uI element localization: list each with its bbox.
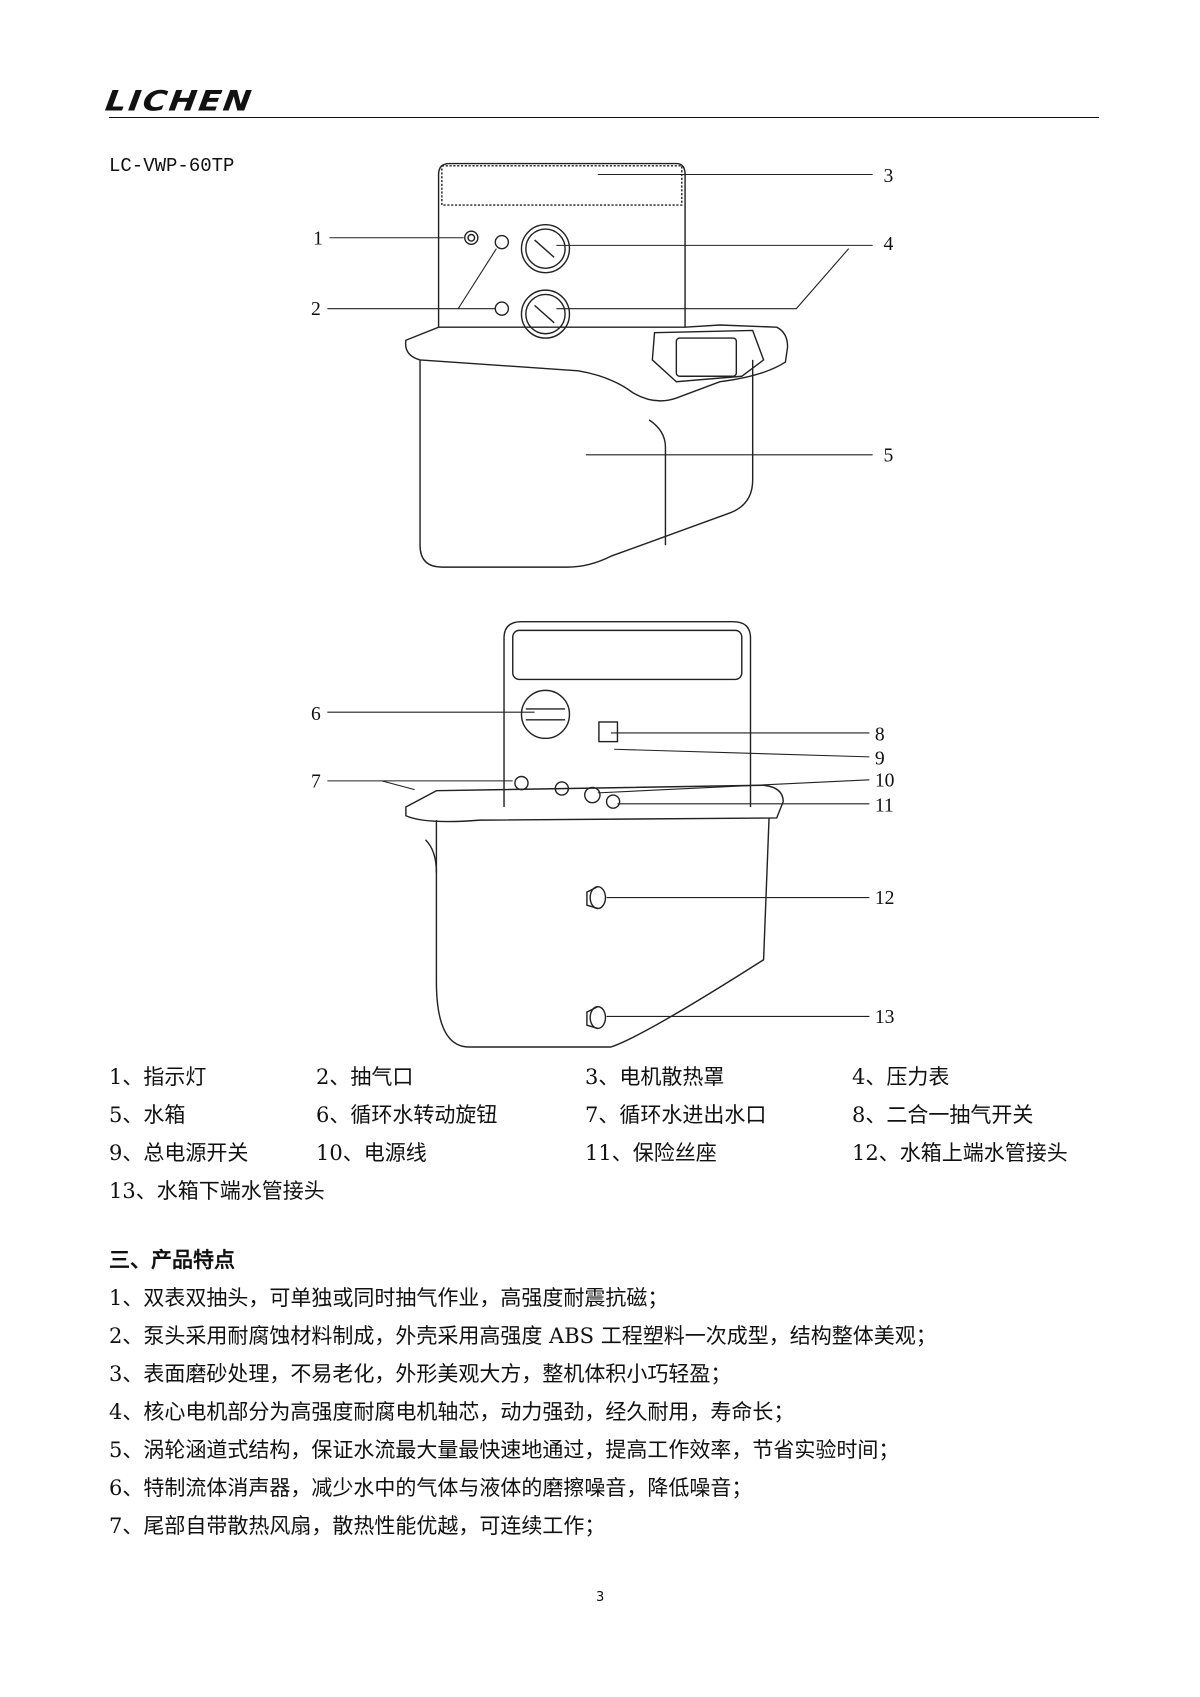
callout-9: 9 <box>875 749 885 770</box>
callout-4: 4 <box>884 234 894 255</box>
callout-1: 1 <box>313 228 323 249</box>
callout-5: 5 <box>884 445 894 466</box>
legend-item: 5、水箱 <box>109 1103 186 1127</box>
callout-leaders-top <box>327 173 873 456</box>
header-rule <box>109 117 1099 118</box>
legend-item: 12、水箱上端水管接头 <box>852 1141 1068 1165</box>
rear-view-illustration <box>405 620 784 1048</box>
callout-7: 7 <box>311 771 321 792</box>
feature-item: 1、双表双抽头，可单独或同时抽气作业，高强度耐震抗磁； <box>109 1286 669 1310</box>
legend-item: 8、二合一抽气开关 <box>852 1103 1034 1127</box>
feature-item: 6、特制流体消声器，减少水中的气体与液体的磨擦噪音，降低噪音； <box>109 1476 753 1500</box>
feature-item: 3、表面磨砂处理，不易老化，外形美观大方，整机体积小巧轻盈； <box>109 1362 732 1386</box>
legend-item: 2、抽气口 <box>316 1065 414 1089</box>
callout-leaders-bottom <box>327 711 870 1018</box>
legend-item: 1、指示灯 <box>109 1065 207 1089</box>
callout-3: 3 <box>884 166 894 187</box>
callout-numbers: 1 2 3 4 5 6 7 8 9 10 11 12 13 <box>311 166 895 1028</box>
callout-13: 13 <box>875 1007 895 1028</box>
feature-item: 7、尾部自带散热风扇，散热性能优越，可连续工作； <box>109 1514 606 1538</box>
page-number: 3 <box>596 1590 605 1605</box>
callout-12: 12 <box>875 888 895 909</box>
callout-10: 10 <box>875 770 895 791</box>
legend-item: 11、保险丝座 <box>585 1141 717 1165</box>
section-heading: 三、产品特点 <box>109 1247 235 1272</box>
legend-item: 10、电源线 <box>316 1141 427 1165</box>
front-view-illustration <box>404 162 789 568</box>
legend-item: 13、水箱下端水管接头 <box>109 1179 325 1203</box>
feature-item: 2、泵头采用耐腐蚀材料制成，外壳采用高强度 ABS 工程塑料一次成型，结构整体美… <box>109 1324 937 1348</box>
callout-8: 8 <box>875 725 885 746</box>
legend-item: 4、压力表 <box>852 1065 950 1089</box>
legend-item: 3、电机散热罩 <box>585 1065 725 1089</box>
model-name: LC-VWP-60TP <box>109 155 235 177</box>
feature-item: 4、核心电机部分为高强度耐腐电机轴芯，动力强劲，经久耐用，寿命长； <box>109 1400 795 1424</box>
callout-2: 2 <box>311 299 321 320</box>
legend-item: 9、总电源开关 <box>109 1141 249 1165</box>
legend-item: 6、循环水转动旋钮 <box>316 1103 498 1127</box>
callout-11: 11 <box>875 795 894 816</box>
legend-item: 7、循环水进出水口 <box>585 1103 767 1127</box>
callout-6: 6 <box>311 704 321 725</box>
feature-item: 5、涡轮涵道式结构，保证水流最大量最快速地通过，提高工作效率，节省实验时间； <box>109 1438 900 1462</box>
